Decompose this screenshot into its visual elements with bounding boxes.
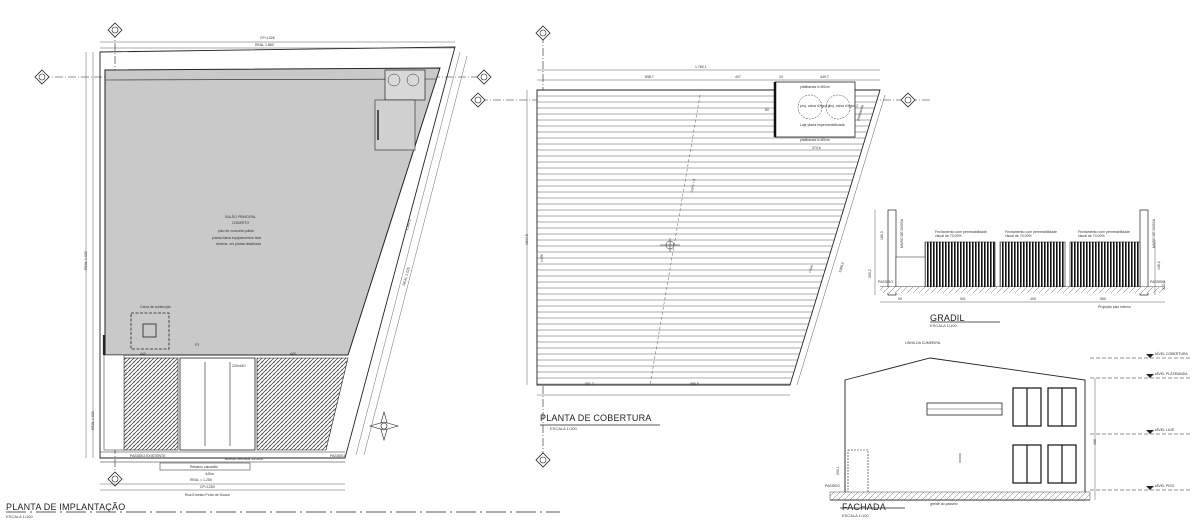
dim-small-2: 440 [290,352,296,356]
roof-dim-top-2: 407 [735,75,741,79]
p2-label: P2 [195,343,200,347]
gradil-note-1: Fechamento com permeabilidade visual de … [935,230,987,238]
window-group [1012,387,1077,484]
main-room-area [104,67,441,356]
roof-outline [536,89,881,386]
roof-dim-bottom-2: 986,8 [690,382,699,386]
fachada-dim-h: 400 [1093,439,1097,445]
caixa-1: proj. caixa d'água 1 [800,104,831,108]
implantacao-plan [6,22,560,513]
gradil-title: GRADIL [930,313,965,323]
fachada-dim-h2: 290,1 [836,466,840,475]
gradil-note-2: Fechamento com permeabilidade visual de … [1005,230,1057,238]
implantacao-scale: ESCALA 1/100 [6,514,33,519]
section-marker-icon [470,25,916,468]
fachada-ground: greide do passeio [930,502,958,506]
laje-area [774,81,856,138]
gradil-dim-h4: 313,4 [1162,281,1166,290]
dim-left-lower: REAL 1.020 [91,411,95,430]
fachada-level-4: NÍVEL PISO [1155,484,1175,488]
roof-dim-top-3: 449,7 [820,75,829,79]
main-room-note2: planta baixa equipamentos fixar [212,236,262,240]
paved-area-right [256,357,349,451]
platibanda-2: platibanda h=80cm [800,138,830,142]
gradil-dim-3: 400 [1030,297,1036,301]
main-room-note: piso de concreto polido [218,229,254,233]
roof-dim-top-total: 1.760,1 [695,65,707,69]
caixa-2: proj. caixa d'água 2 [828,104,859,108]
passeio-existente: PASSEIO EXISTENTE [130,454,166,458]
laje-dim: 370,6 [812,146,821,150]
dim-bottom-real: REAL = 1.250 [190,478,212,482]
fachada-title: FACHADA [842,502,886,512]
main-room-note3: dimens. ver planta detalhada [216,242,261,246]
level-marker-icon [1146,354,1154,490]
gradil-panel-2 [999,241,1066,288]
roof-dim-top-1: 898,7 [645,75,654,79]
fachada-level-3: NÍVEL LAJE [1155,428,1175,432]
roof-dim-left: 1544,8 [525,234,529,245]
main-room-name: SALÃO PRINCIPAL [225,215,256,219]
implantacao-title: PLANTA DE IMPLANTAÇÃO [6,502,126,512]
fachada-level-1: NÍVEL COBERTURA [1155,352,1188,356]
cobertura-scale: ESCALA 1/100 [550,426,577,431]
gradil-passeio-right: PASSEIO [1150,280,1166,284]
dim-bottom-total: CP=1250 [200,485,215,489]
roof-slope: i=5% [540,254,544,262]
rebaixo-label: Rebaixo calcadão [190,465,218,469]
north-arrow-icon [368,410,400,442]
dim-top-total: CP=1026 [260,36,275,40]
street-name: Rua Ernesto Porto de Souza [185,493,230,497]
gradil-muro-left: MURO DE DIVISA [900,219,904,248]
cobertura-plan [470,25,930,468]
gradil-dim-h3: 200,2 [868,269,872,278]
laje-label: Laje plana impermeabilizada [800,123,845,127]
gradil-projecao: Projeção piso interno [1098,305,1131,309]
fachada-passeio: PASSEIO [825,484,841,488]
driveway-area [179,357,256,451]
cobertura-title: PLANTA DE COBERTURA [540,413,652,423]
fachada-level-2: NÍVEL PLATIBANDA [1155,372,1188,376]
roof-dim-bottom-1: 891,2 [585,382,594,386]
fachada-elevation [829,354,1190,509]
gradil-note-3: Fechamento com permeabilidade visual de … [1078,230,1130,238]
platibanda-1: platibanda h=80cm [800,85,830,89]
gradil-elevation [874,209,1165,323]
main-room-sub: COBERTO [232,221,250,225]
gate-label: 220x440 [232,364,246,368]
dim-top-real: REAL 1.860 [255,43,274,47]
gradil-panel-3 [1069,241,1141,288]
contention-box [130,312,170,350]
section-marker-icon [34,22,492,487]
gradil-dim-h1: 180,3 [880,231,884,240]
gradil-passeio-left: PASSEIO [878,280,894,284]
gradil-dim-2: 921 [960,297,966,301]
fachada-scale: ESCALA 1/100 [842,513,869,518]
roof-dim-small-2: 80 [765,108,769,112]
level-label: 2 [125,372,127,376]
acesso-label: Acesso veículos 13.50m [225,457,263,461]
gradil-dim-h2: 106,2 [1157,261,1161,270]
muro-right [1139,209,1149,296]
gradil-dim-1: 90 [898,297,902,301]
gradil-scale: ESCALA 1/100 [930,323,957,328]
gradil-panel-1 [924,241,996,288]
dim-bottom-inner: 440m [205,472,214,476]
dim-left-real: REAL 1.020 [84,251,88,270]
fachada-top-label: LINHA DA CUMEEIRA [905,341,941,345]
box-note: Caixa de contenção [140,305,171,309]
passeio-right: PASSEIO [330,454,346,458]
paved-area-left [123,357,179,451]
gradil-muro-right: MURO DE DIVISA [1152,219,1156,248]
roof-dim-small: 20 [779,75,783,79]
gradil-dim-4: 960 [1100,297,1106,301]
dim-small-1: 440 [140,352,146,356]
muro-left [887,209,897,296]
